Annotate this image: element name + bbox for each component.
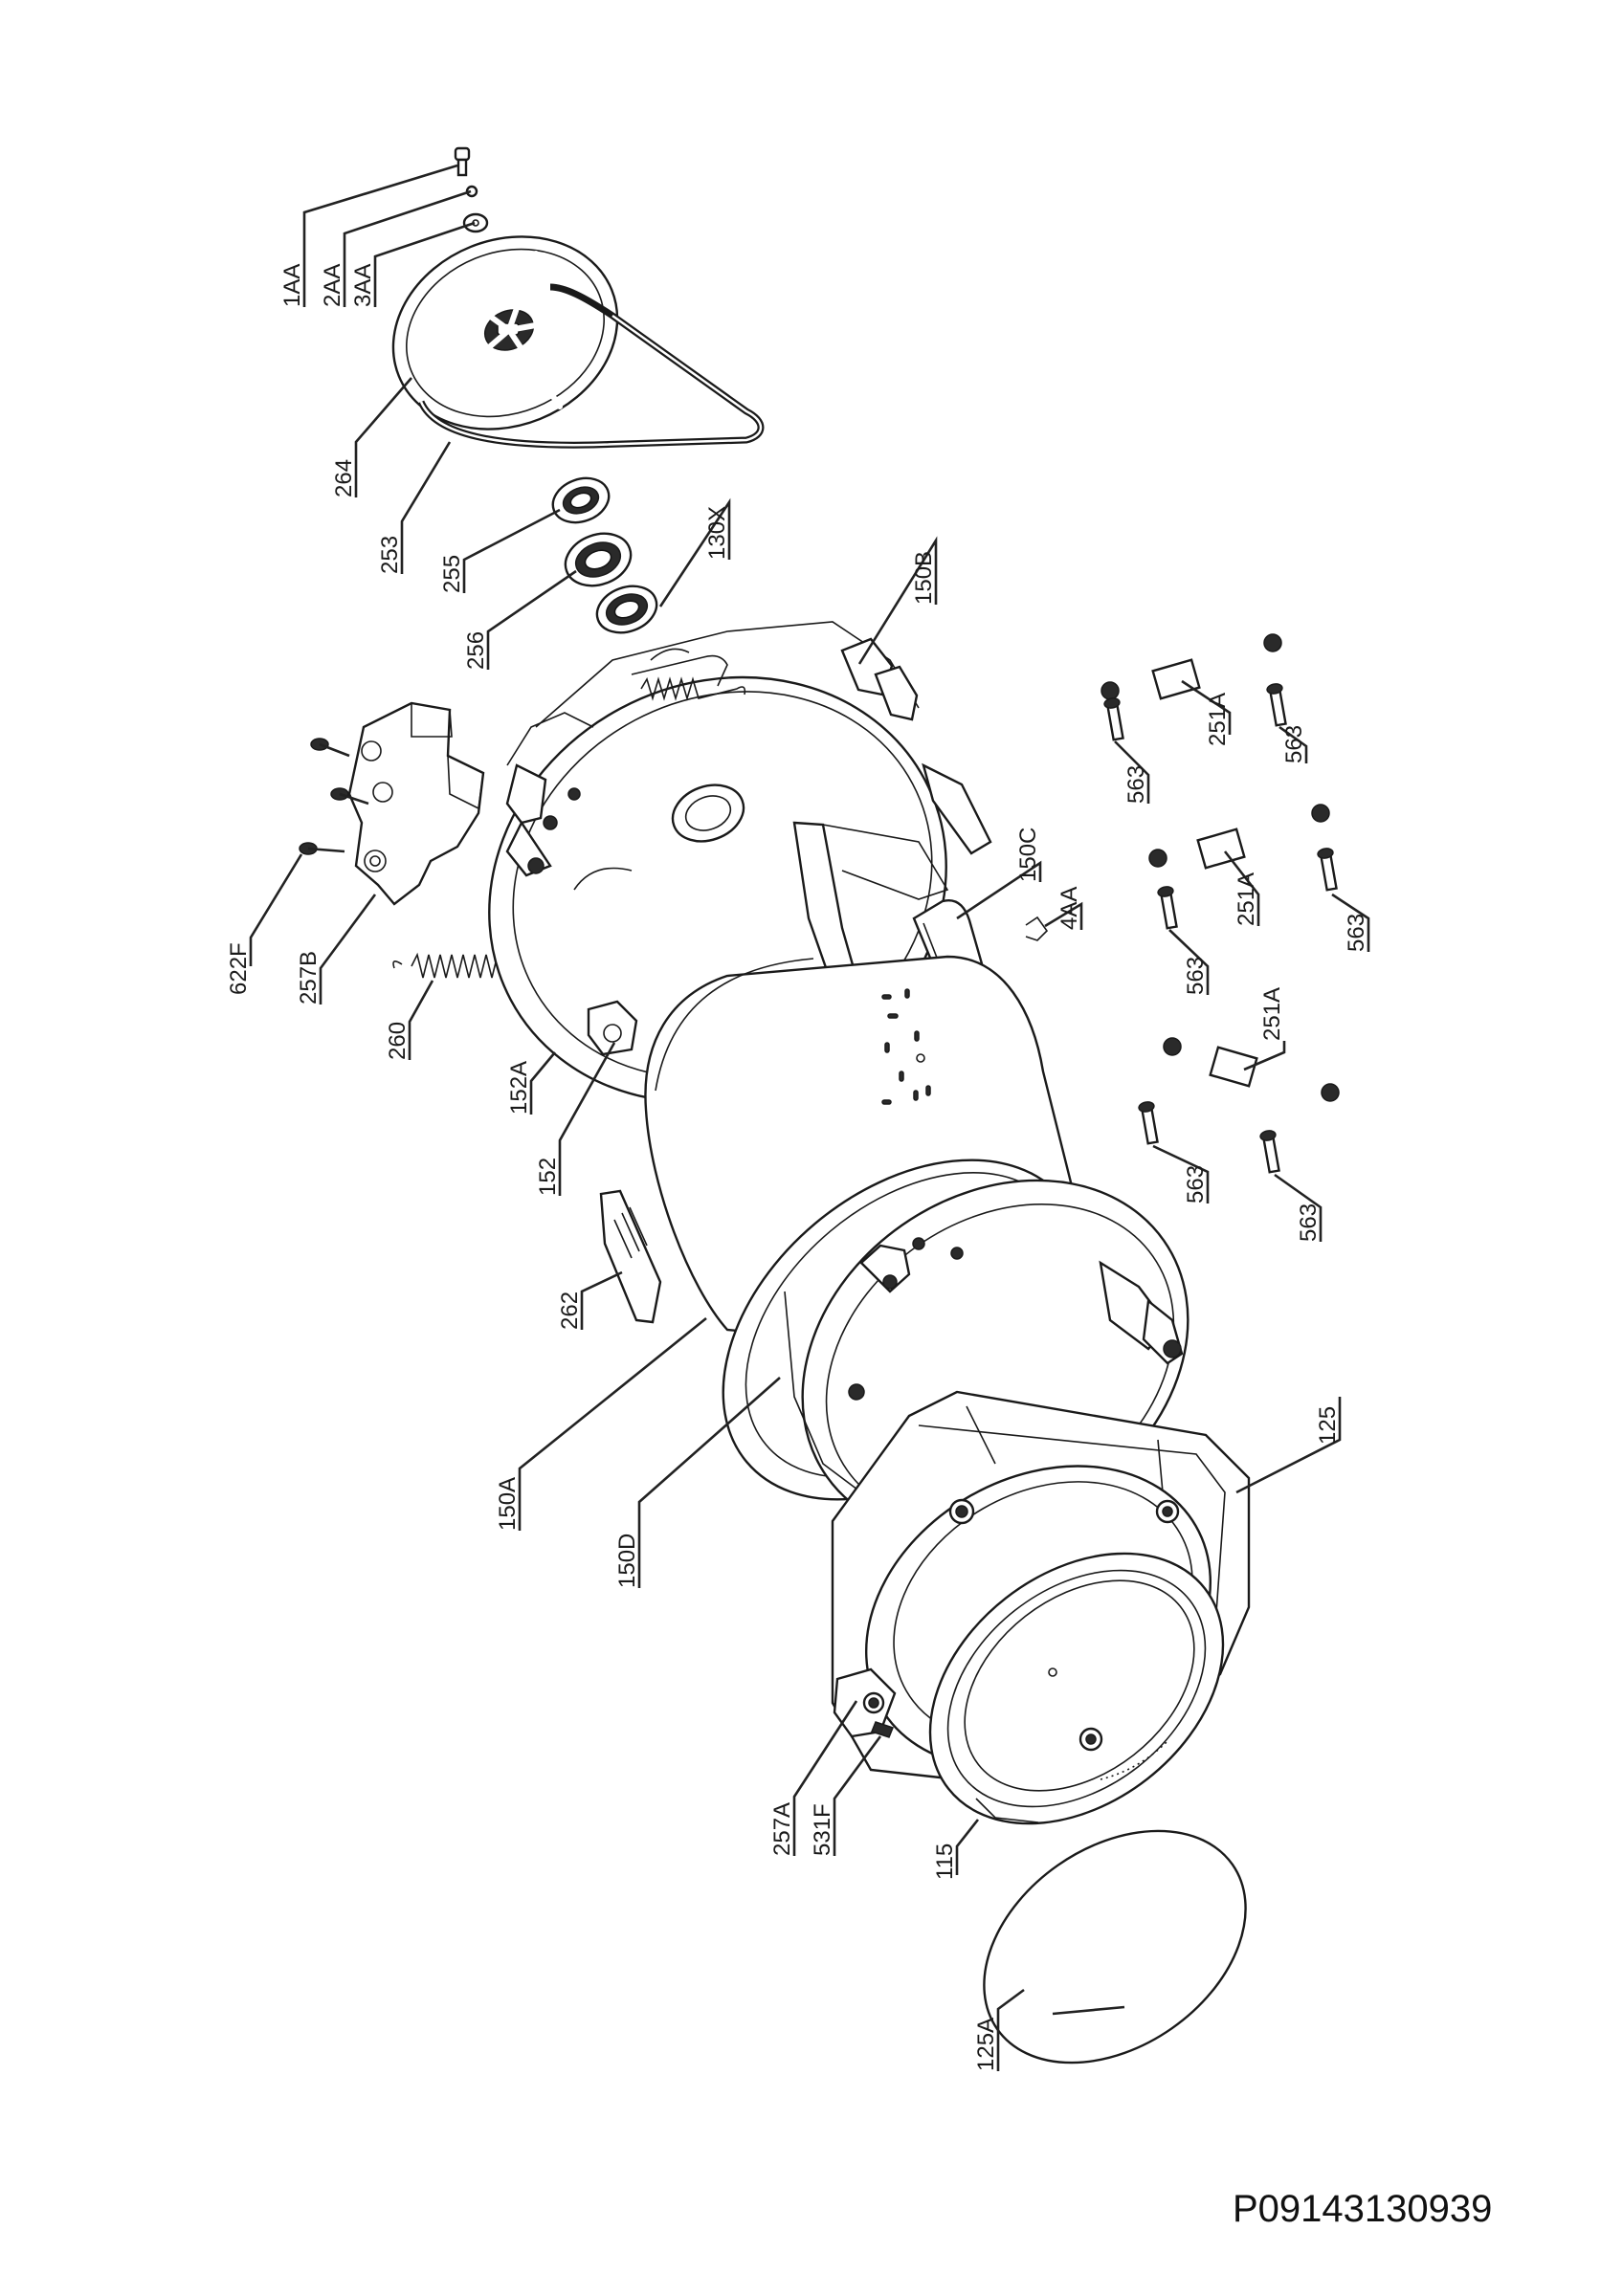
flat-washer (462, 212, 489, 233)
callout-125: 125 (1315, 1406, 1341, 1445)
drum-holes (881, 988, 931, 1105)
callout-256: 256 (463, 631, 489, 670)
callout-260: 260 (385, 1022, 411, 1060)
callout-251A-2: 251A (1234, 872, 1259, 926)
callout-115: 115 (932, 1843, 958, 1880)
callout-4AA: 4AA (1056, 887, 1082, 930)
shock-absorber-3 (1163, 1037, 1340, 1102)
callout-125A: 125A (973, 2018, 999, 2071)
callout-563-1: 563 (1123, 765, 1149, 804)
shock-absorber-1 (1101, 633, 1282, 700)
callout-251A-1: 251A (1205, 693, 1231, 746)
callout-150B: 150B (911, 551, 937, 605)
callout-152: 152 (535, 1158, 561, 1196)
callout-1AA: 1AA (279, 264, 305, 307)
callout-262: 262 (557, 1292, 583, 1330)
callout-264: 264 (331, 459, 357, 497)
callout-255: 255 (439, 555, 465, 593)
callout-257A: 257A (769, 1802, 795, 1856)
callout-563-4: 563 (1344, 914, 1369, 952)
callout-253: 253 (377, 536, 403, 574)
pulley-group (391, 146, 765, 449)
callout-257B: 257B (296, 951, 322, 1004)
rear-counterweight-group (299, 701, 662, 1324)
callout-labels: 1AA 2AA 3AA 264 253 255 256 130X 150B 15… (226, 264, 1369, 2071)
drawing-reference-number: P09143130939 (1233, 2188, 1492, 2230)
callout-563-5: 563 (1183, 1165, 1209, 1203)
shaft-seal (595, 585, 658, 634)
callout-150D: 150D (614, 1534, 640, 1588)
small-bearing (551, 476, 611, 524)
door-seal (928, 1552, 1225, 1825)
callout-152A: 152A (506, 1061, 532, 1115)
large-bearing (564, 532, 633, 587)
callout-563-2: 563 (1281, 725, 1307, 763)
callout-2AA: 2AA (320, 264, 345, 307)
leader-lines (249, 164, 1370, 2071)
callout-563-3: 563 (1183, 957, 1209, 995)
callout-150C: 150C (1015, 828, 1041, 882)
counterweight (347, 701, 485, 906)
wire-clip (1025, 916, 1049, 941)
callout-563-6: 563 (1296, 1203, 1322, 1242)
pulley-screw (454, 146, 471, 177)
callout-251A-3: 251A (1259, 987, 1285, 1041)
callout-150A: 150A (495, 1477, 521, 1531)
shock-pins (1103, 683, 1338, 1174)
counterweight-bolt (299, 738, 369, 855)
callout-130X: 130X (704, 506, 730, 560)
callout-531F: 531F (810, 1803, 835, 1856)
callout-622F: 622F (226, 942, 252, 995)
shock-absorber-2 (1148, 804, 1330, 870)
drum-pulley (391, 235, 619, 430)
bearing-group (551, 476, 658, 634)
callout-3AA: 3AA (350, 264, 376, 307)
